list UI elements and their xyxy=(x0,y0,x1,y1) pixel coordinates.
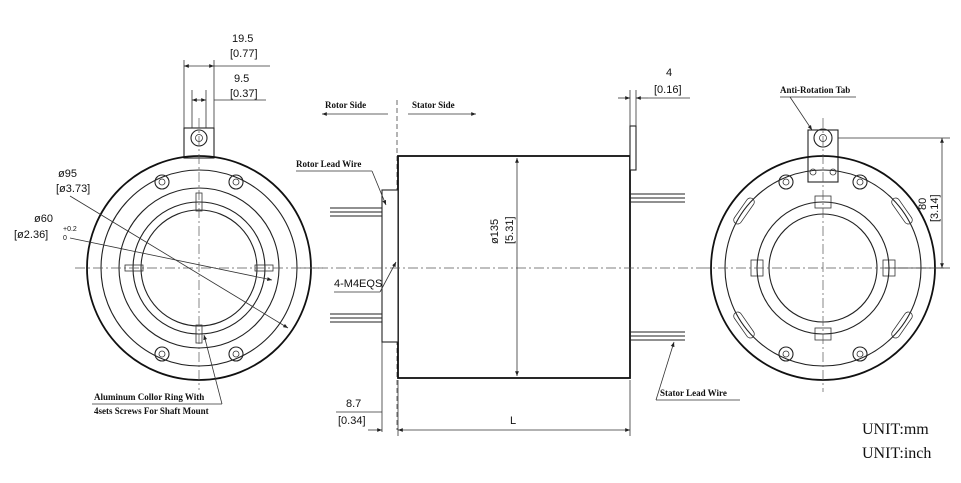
rotor-side-label: Rotor Side xyxy=(325,100,366,110)
rotor-lead-wires xyxy=(330,207,382,323)
rear-mounting-holes xyxy=(778,174,868,362)
stator-lead-wire-label: Stator Lead Wire xyxy=(660,388,727,398)
rear-dim-tab-height-in: [3.14] xyxy=(929,194,941,222)
rear-slots xyxy=(733,197,913,339)
front-dim-collar-width-in: [0.77] xyxy=(230,48,258,60)
front-dim-collar-width-mm: 19.5 xyxy=(232,33,253,45)
front-dim-tab-width-mm: 9.5 xyxy=(234,73,249,85)
rotor-lead-wire-label: Rotor Lead Wire xyxy=(296,159,361,169)
side-view: Rotor Side Stator Side Rotor xyxy=(296,67,740,436)
rear-dim-tab-height-mm: 80 xyxy=(917,198,929,210)
slip-ring-body xyxy=(397,155,631,379)
unit-inch: UNIT:inch xyxy=(862,445,931,462)
side-anti-rotation-tab xyxy=(629,125,637,171)
front-dim-outer-dia-in: [ø3.73] xyxy=(56,183,90,195)
stator-side-label: Stator Side xyxy=(412,100,455,110)
front-bore-tol-upper: +0.2 xyxy=(63,226,77,233)
side-dim-tab-thk-mm: 4 xyxy=(666,67,672,79)
front-dim-bore-mm: ø60 xyxy=(34,213,53,225)
side-dim-flange-in: [0.34] xyxy=(338,415,366,427)
front-dim-tab-width-in: [0.37] xyxy=(230,88,258,100)
stator-lead-wires xyxy=(630,193,685,341)
rear-view: Anti-Rotation Tab 80 [3.14] xyxy=(700,85,950,392)
front-dim-bore-in: [ø2.36] xyxy=(14,229,48,241)
front-mounting-holes xyxy=(154,174,244,362)
side-dim-body-dia-in: [5.31] xyxy=(504,216,516,244)
front-bore-tol-lower: 0 xyxy=(63,235,67,242)
side-dim-length: L xyxy=(510,415,516,427)
hole-callout: 4-M4EQS xyxy=(334,278,382,290)
front-dim-outer-dia-mm: ø95 xyxy=(58,168,77,180)
collar-note-line2: 4sets Screws For Shaft Mount xyxy=(94,406,209,416)
anti-rotation-label: Anti-Rotation Tab xyxy=(780,85,850,95)
side-dim-tab-thk-in: [0.16] xyxy=(654,84,682,96)
rotor-flange xyxy=(381,189,399,343)
collar-note-line1: Aluminum Collor Ring With xyxy=(94,392,204,402)
side-dim-body-dia-mm: ø135 xyxy=(489,219,501,244)
front-view: 19.5 [0.77] 9.5 [0.37] ø95 [ø3.73] ø60 [… xyxy=(14,33,323,416)
side-dim-flange-mm: 8.7 xyxy=(346,398,361,410)
unit-mm: UNIT:mm xyxy=(862,421,929,438)
